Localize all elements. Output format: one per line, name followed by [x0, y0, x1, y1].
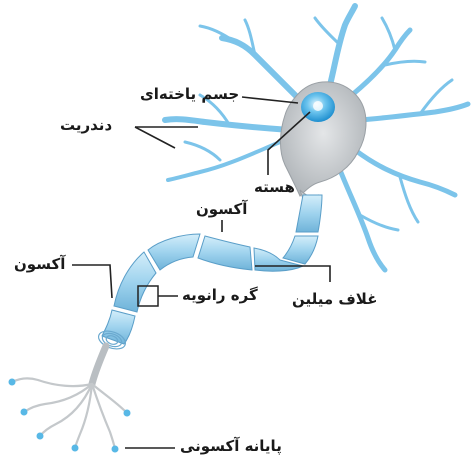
nucleolus-shape	[313, 101, 323, 111]
dendrite-branch	[200, 26, 235, 42]
leader-line-dendrites	[135, 127, 175, 148]
label-nucleus: هسته	[254, 180, 295, 195]
dendrite-branch	[185, 142, 220, 160]
myelin-segment	[148, 234, 200, 270]
myelin-segment	[114, 252, 156, 312]
dendrite-branch	[330, 6, 355, 85]
dendrite-branch	[385, 61, 425, 65]
label-axon-left: آکسون	[14, 257, 65, 272]
dendrite-branch	[360, 104, 468, 120]
dendrite-branch	[382, 18, 395, 50]
dendrite-branch	[315, 18, 340, 45]
dendrite-branch	[355, 150, 455, 195]
dendrite-branch	[400, 177, 418, 222]
label-cell-body: جسم یاخته‌ای	[140, 87, 239, 102]
axon-terminals-group	[12, 378, 126, 449]
myelin-segment	[283, 236, 318, 264]
leader-line-axon-left	[72, 265, 112, 298]
label-myelin-sheath: غلاف میلین	[292, 292, 377, 307]
myelin-segment	[102, 310, 135, 344]
myelin-segment	[296, 195, 322, 232]
dendrite-branch	[340, 170, 385, 270]
label-node-of-ranvier: گره رانویه	[182, 288, 258, 303]
label-axon-terminals: پایانه آکسونی	[180, 439, 282, 454]
leader-line-cell-body	[242, 97, 298, 103]
axon-core	[92, 346, 106, 384]
label-axon-upper: آکسون	[196, 202, 247, 217]
label-dendrites: دندریت	[60, 118, 112, 133]
myelin-segment	[198, 236, 252, 270]
